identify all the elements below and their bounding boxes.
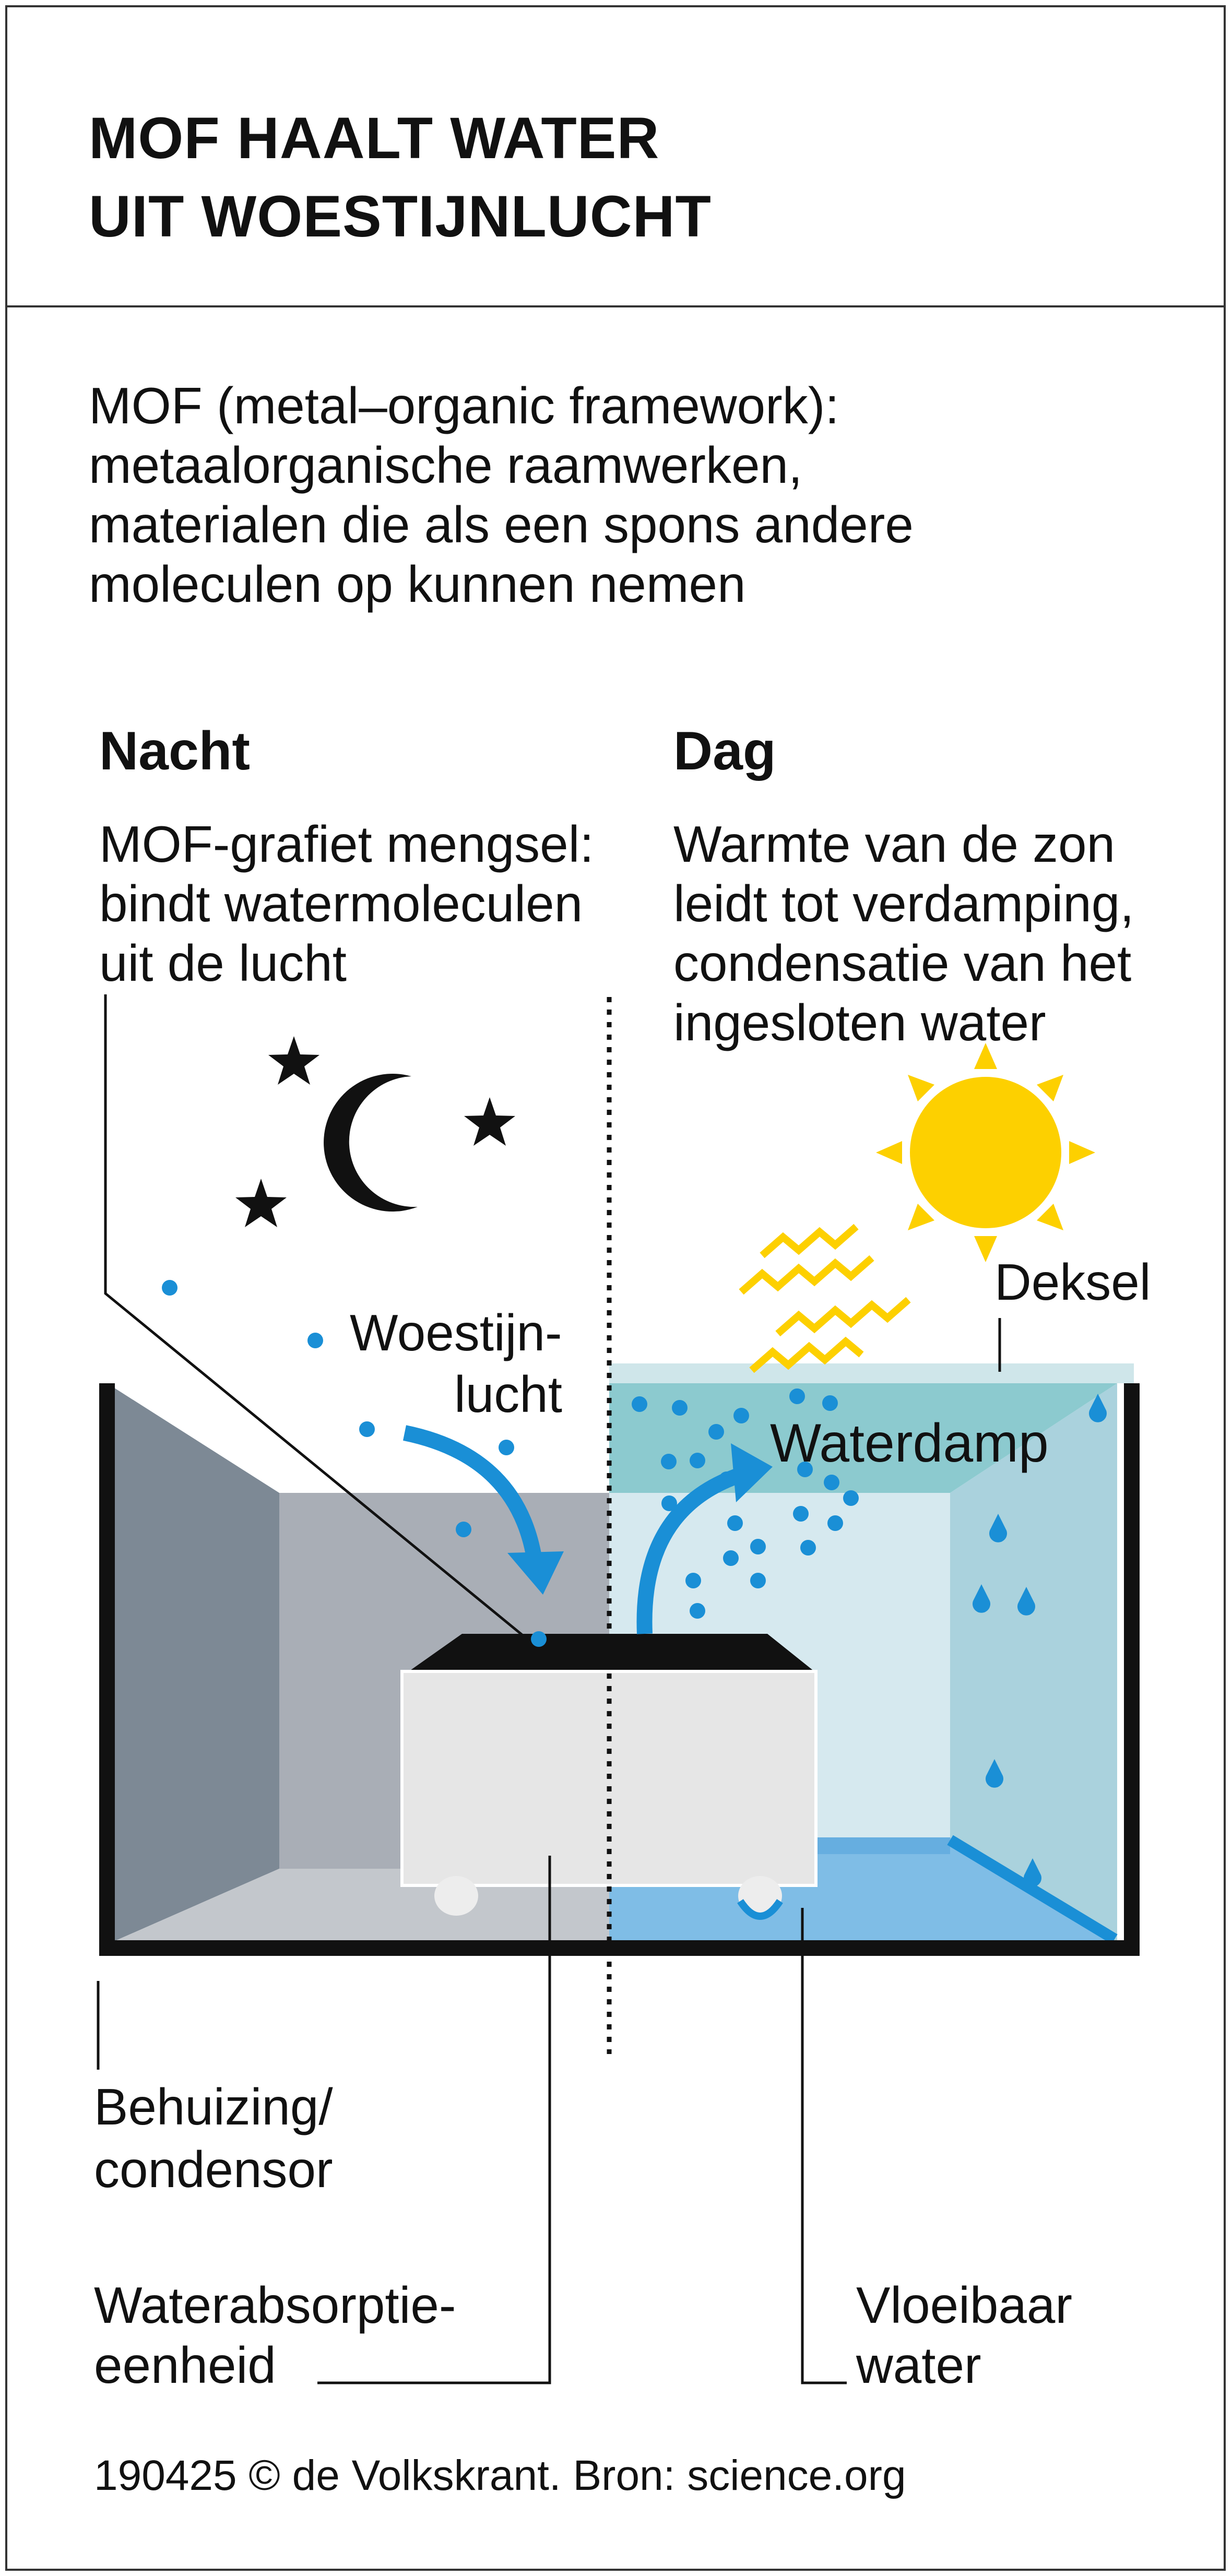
water-molecule [750, 1539, 766, 1554]
label-liquid-water: Vloeibaar [856, 2276, 1072, 2334]
day-water-edge [947, 1835, 1118, 1944]
water-molecule [827, 1515, 843, 1531]
water-molecule [690, 1453, 705, 1468]
water-molecule [162, 1280, 177, 1296]
night-line-3: uit de lucht [99, 934, 347, 992]
label-liquid-water-2: water [856, 2336, 981, 2394]
night-description: MOF-grafiet mengsel: bindt watermolecule… [99, 814, 594, 993]
water-molecule [789, 1388, 805, 1404]
heat-wave-icon [739, 1255, 874, 1295]
day-description: Warmte van de zon leidt tot verdamping, … [673, 814, 1134, 1052]
water-molecule [750, 1573, 766, 1588]
sun-icon [876, 1043, 1095, 1262]
water-molecule [824, 1475, 839, 1490]
intro-line-4: moleculen op kunnen nemen [89, 555, 746, 613]
water-molecule [843, 1490, 859, 1506]
water-molecule [793, 1506, 809, 1522]
droplet-icon [1089, 1394, 1107, 1422]
water-molecule [733, 1408, 749, 1423]
leader-line-liquid [801, 1908, 847, 2384]
water-molecule [456, 1522, 471, 1537]
water-molecule [723, 1550, 739, 1566]
title-line-2: UIT WOESTIJNLUCHT [89, 184, 712, 249]
day-line-4: ingesloten water [673, 994, 1046, 1051]
title-line-1: MOF HAALT WATER [89, 105, 660, 171]
day-lid [609, 1363, 1134, 1383]
night-floor [107, 1869, 609, 1944]
water-molecule [708, 1424, 724, 1440]
water-molecule [359, 1421, 375, 1437]
label-vapor: Waterdamp [770, 1413, 1049, 1474]
water-molecule [531, 1631, 547, 1647]
infographic-frame [5, 5, 1226, 2571]
intake-arrowhead [507, 1551, 564, 1595]
night-line-2: bindt watermoleculen [99, 875, 583, 932]
day-line-1: Warmte van de zon [673, 815, 1116, 873]
water-molecule [800, 1540, 816, 1556]
intake-arrow [402, 1425, 543, 1565]
water-molecule [307, 1333, 323, 1348]
day-line-2: leidt tot verdamping, [673, 875, 1134, 932]
header-divider [5, 305, 1226, 307]
intro-line-3: materialen die als een spons andere [89, 496, 914, 553]
water-molecule [727, 1515, 743, 1531]
label-desert-air-2: lucht [454, 1366, 562, 1423]
droplet-icon [973, 1584, 990, 1613]
label-lid: Deksel [994, 1253, 1151, 1311]
night-heading: Nacht [99, 721, 250, 781]
water-molecule [661, 1495, 677, 1511]
droplet-icon [986, 1759, 1003, 1788]
day-heading: Dag [673, 721, 776, 781]
heat-wave-icon [775, 1297, 911, 1337]
water-molecule [632, 1396, 647, 1412]
label-absorption-unit: Waterabsorptie- [94, 2276, 456, 2334]
heat-wave-icon [749, 1336, 864, 1373]
unit-foot-water [737, 1899, 783, 1920]
water-molecule [499, 1440, 514, 1455]
leader-line-absorption [317, 1856, 551, 2384]
water-molecule [797, 1462, 813, 1477]
star-icon [235, 1179, 287, 1227]
housing-outline [99, 1383, 1140, 1956]
water-molecule [690, 1603, 705, 1619]
water-molecule [822, 1395, 838, 1411]
unit-foot-right [738, 1876, 782, 1916]
page-title: MOF HAALT WATER UIT WOESTIJNLUCHT [89, 99, 712, 256]
label-desert-air: Woestijn- [350, 1304, 562, 1361]
intro-line-2: metaalorganische raamwerken, [89, 436, 803, 494]
intro-line-1: MOF (metal–organic framework): [89, 377, 839, 434]
moon-icon [324, 1074, 418, 1212]
star-icon [268, 1036, 319, 1085]
night-left-wall [107, 1383, 279, 1944]
release-arrowhead [731, 1443, 773, 1502]
droplet-icon [1017, 1587, 1035, 1616]
water-molecule [685, 1573, 701, 1588]
intro-text: MOF (metal–organic framework): metaalorg… [89, 376, 914, 614]
droplet-icon [1024, 1858, 1041, 1887]
label-housing: Behuizing/ [94, 2078, 333, 2135]
day-line-3: condensatie van het [673, 934, 1132, 992]
label-absorption-unit-2: eenheid [94, 2336, 276, 2394]
unit-foot-left [434, 1876, 478, 1916]
water-molecule [661, 1454, 677, 1469]
day-right-wall [950, 1383, 1117, 1944]
footer-credit: 190425 © de Volkskrant. Bron: science.or… [94, 2452, 906, 2499]
leader-line-mof [104, 994, 528, 1640]
star-icon [464, 1097, 515, 1146]
heat-wave-icon [760, 1224, 859, 1259]
night-line-1: MOF-grafiet mengsel: [99, 815, 594, 873]
droplet-icon [989, 1514, 1007, 1542]
release-arrow [636, 1467, 744, 1634]
water-molecule [672, 1400, 688, 1416]
label-housing-2: condensor [94, 2141, 333, 2198]
